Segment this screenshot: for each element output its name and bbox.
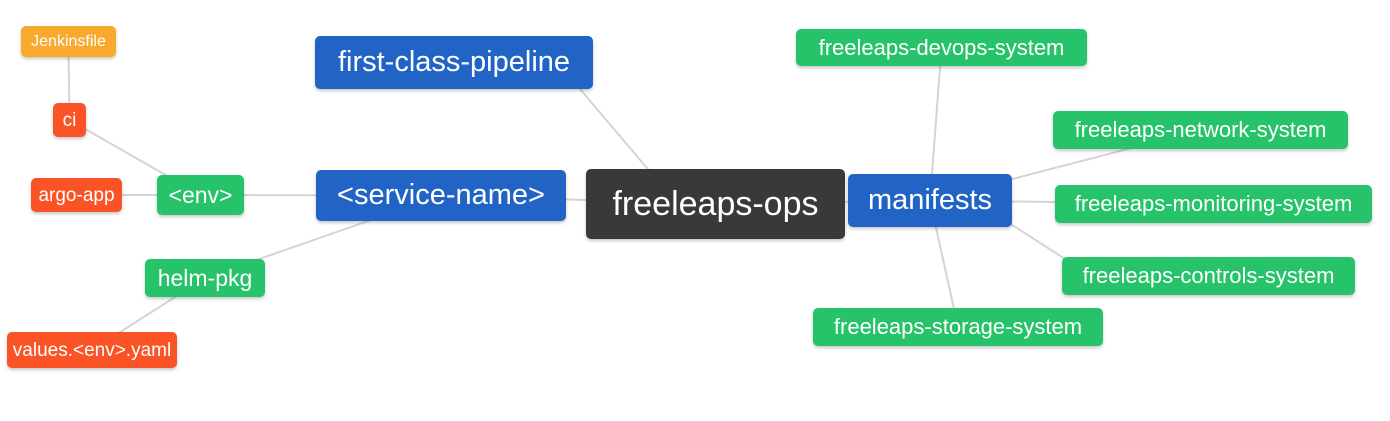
mindmap-node-monitoring_system[interactable]: freeleaps-monitoring-system	[1055, 185, 1372, 223]
mindmap-node-env[interactable]: <env>	[157, 175, 244, 215]
mindmap-node-jenkinsfile[interactable]: Jenkinsfile	[21, 26, 116, 57]
edge-manifests-to-controls_system	[1006, 220, 1069, 262]
mindmap-node-controls_system[interactable]: freeleaps-controls-system	[1062, 257, 1355, 295]
mindmap-node-helm_pkg[interactable]: helm-pkg	[145, 259, 265, 297]
mindmap-node-argo_app[interactable]: argo-app	[31, 178, 122, 212]
mindmap-node-storage_system[interactable]: freeleaps-storage-system	[813, 308, 1103, 346]
mindmap-node-freeleaps_ops[interactable]: freeleaps-ops	[586, 169, 845, 239]
mindmap-node-manifests[interactable]: manifests	[848, 174, 1012, 227]
mindmap-node-devops_system[interactable]: freeleaps-devops-system	[796, 29, 1087, 66]
edge-first_class_pipeline-to-freeleaps_ops	[578, 87, 652, 174]
mindmap-node-ci[interactable]: ci	[53, 103, 86, 137]
mindmap-node-network_system[interactable]: freeleaps-network-system	[1053, 111, 1348, 149]
mindmap-node-service_name[interactable]: <service-name>	[316, 170, 566, 221]
mindmap-node-first_class_pipeline[interactable]: first-class-pipeline	[315, 36, 593, 89]
mindmap-node-values_env_yaml[interactable]: values.<env>.yaml	[7, 332, 177, 368]
